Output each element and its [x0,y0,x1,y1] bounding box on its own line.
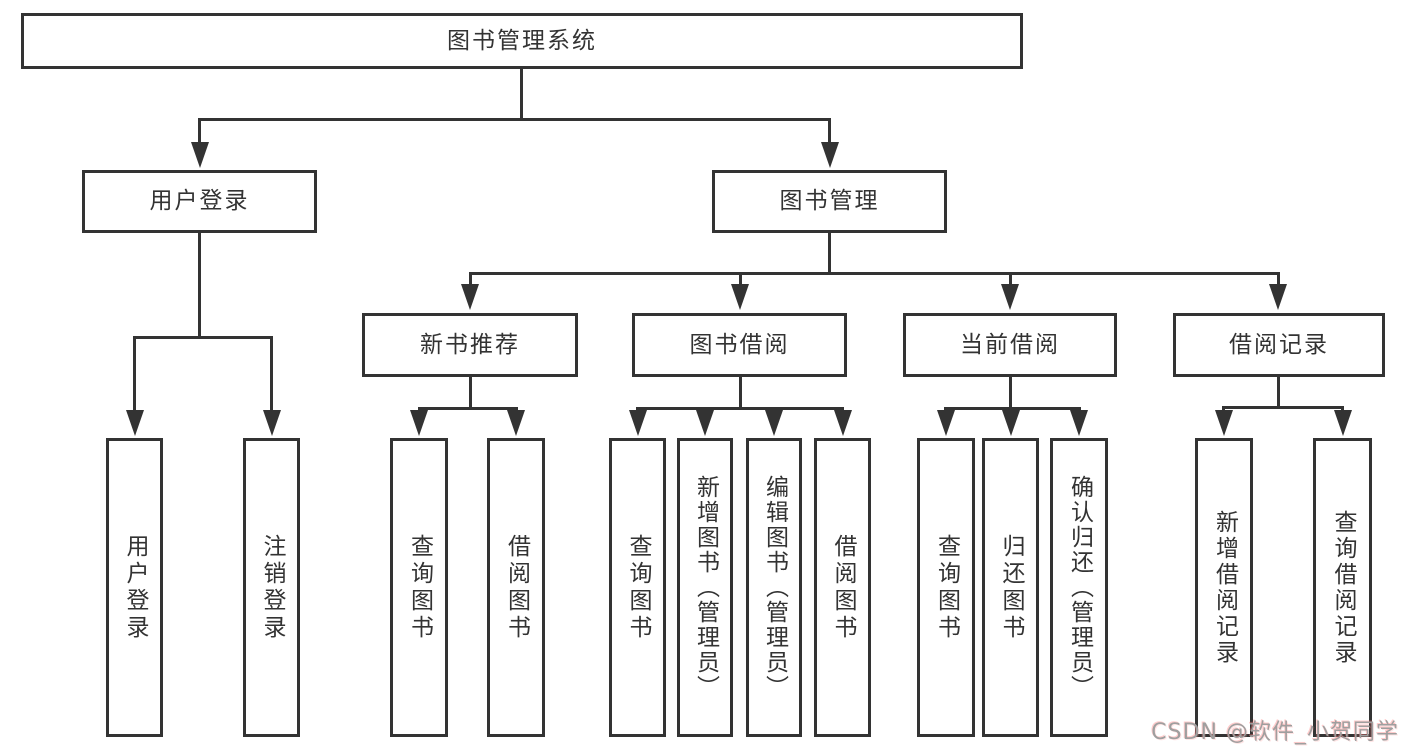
connector-line [739,377,742,407]
connector-line [1009,377,1012,407]
arrow-down-icon [821,142,839,168]
connector-line [198,118,201,144]
connector-line [133,336,136,412]
connector-line [469,377,472,407]
connector-line [198,233,201,336]
arrow-down-icon [410,410,428,436]
arrow-down-icon [461,284,479,310]
connector-line [828,118,831,144]
arrow-down-icon [834,410,852,436]
arrow-down-icon [696,410,714,436]
arrow-down-icon [937,410,955,436]
leaf-borrow-books-recommend: 借阅图书 [487,438,545,737]
leaf-add-books-admin: 新增图书（管理员） [677,438,733,737]
node-book-management: 图书管理 [712,170,947,233]
arrow-down-icon [507,410,525,436]
arrow-down-icon [1215,410,1233,436]
leaf-edit-books-admin: 编辑图书（管理员） [746,438,802,737]
connector-line [469,272,1280,275]
arrow-down-icon [263,410,281,436]
csdn-watermark: CSDN @软件_小贺同学 [1151,720,1399,745]
node-borrow-records: 借阅记录 [1173,313,1385,377]
leaf-logout: 注销登录 [243,438,300,737]
leaf-query-borrow-record: 查询借阅记录 [1313,438,1372,737]
arrow-down-icon [1002,410,1020,436]
node-book-borrow: 图书借阅 [632,313,847,377]
arrow-down-icon [1001,284,1019,310]
connector-line [1222,406,1344,409]
connector-line [1277,377,1280,406]
arrow-down-icon [1334,410,1352,436]
node-user-login: 用户登录 [82,170,317,233]
connector-line [418,407,518,410]
leaf-add-borrow-record: 新增借阅记录 [1195,438,1253,737]
leaf-query-books-borrow: 查询图书 [609,438,666,737]
arrow-down-icon [126,410,144,436]
connector-line [1009,272,1012,286]
node-current-borrow: 当前借阅 [903,313,1117,377]
node-new-book-recommend: 新书推荐 [362,313,578,377]
leaf-borrow-books: 借阅图书 [814,438,871,737]
leaf-query-books-current: 查询图书 [917,438,975,737]
connector-line [270,336,273,412]
leaf-user-login: 用户登录 [106,438,163,737]
arrow-down-icon [1269,284,1287,310]
connector-line [739,272,742,286]
arrow-down-icon [731,284,749,310]
leaf-return-books: 归还图书 [982,438,1039,737]
node-root-library-system: 图书管理系统 [21,13,1023,69]
connector-line [469,272,472,286]
arrow-down-icon [765,410,783,436]
arrow-down-icon [629,410,647,436]
connector-line [1277,272,1280,286]
connector-line [520,69,523,118]
connector-line [828,233,831,272]
arrow-down-icon [191,142,209,168]
leaf-confirm-return-admin: 确认归还（管理员） [1050,438,1108,737]
leaf-query-books-recommend: 查询图书 [390,438,448,737]
connector-line [944,407,1081,410]
connector-line [636,407,844,410]
connector-line [198,118,831,121]
connector-line [133,336,273,339]
arrow-down-icon [1070,410,1088,436]
